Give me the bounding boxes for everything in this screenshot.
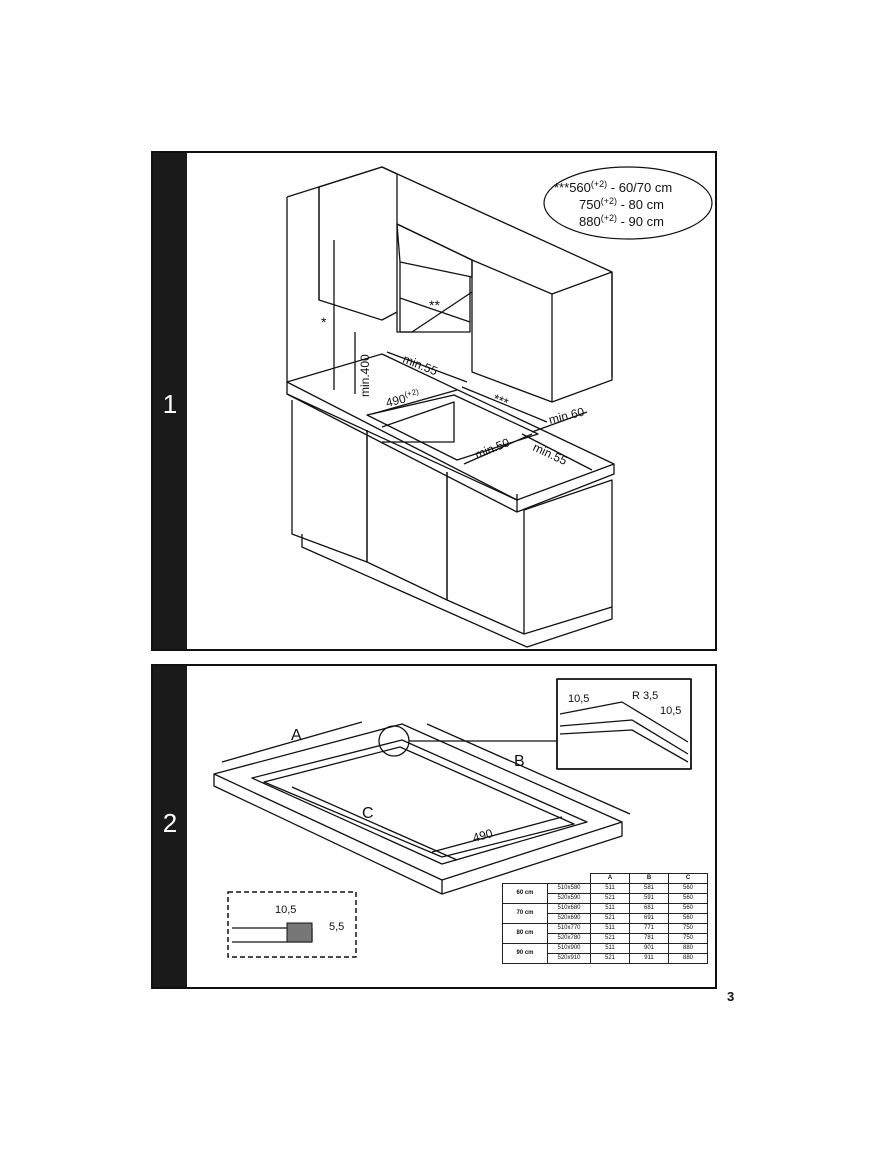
legend-ellipse: [543, 166, 713, 240]
label-490: 490: [471, 826, 494, 845]
label-490: 490(+2): [384, 387, 421, 410]
table-row: 60 cm 510x580 511 581 560: [502, 883, 708, 904]
dim-490: [371, 389, 458, 415]
label-detail-10-5-left: 10,5: [568, 693, 589, 705]
dim-triple-star: [461, 386, 548, 423]
lower-cabinet-right: [446, 472, 525, 635]
label-min50: min.50: [473, 435, 512, 462]
dim-c: [291, 786, 458, 861]
lower-cabinet-left: [291, 400, 368, 563]
dim-b: [426, 723, 631, 815]
frame-inner: [251, 739, 588, 865]
table-row: 80 cm 510x770 511 771 750: [502, 923, 708, 944]
upper-cabinet-right: [471, 259, 553, 403]
table-row: 520x910 521 911 880: [503, 953, 708, 964]
label-min60: min.60: [547, 405, 586, 427]
detail-box: [556, 678, 692, 770]
label-section-10-5: 10,5: [275, 904, 296, 916]
label-detail-10-5-right: 10,5: [660, 705, 681, 717]
dimension-table: A B C 60 cm 510x580 511 581 560 520x590 …: [502, 873, 708, 964]
table-header-row: A B C: [503, 873, 708, 884]
label-b: B: [514, 753, 525, 770]
table-row: 90 cm 510x900 511 901 880: [502, 943, 708, 964]
dim-double-star: [399, 297, 471, 323]
section-hatch: [286, 922, 313, 943]
label-detail-r: R 3,5: [632, 690, 658, 702]
hob-cutout-drawing: A B C 490 10,5 R 3,5 10,5 10,5 5,5: [213, 678, 692, 958]
label-min55-top: min.55: [401, 352, 440, 379]
dim-a: [221, 721, 363, 763]
label-a: A: [291, 727, 302, 744]
legend-line-3: 880(+2) - 90 cm: [579, 213, 664, 229]
label-min400: min.400: [358, 354, 372, 397]
kitchen-installation-drawing: ***560(+2) - 60/70 cm 750(+2) - 80 cm 88…: [286, 166, 713, 648]
label-star: *: [321, 314, 327, 330]
figure-2-number: 2: [162, 808, 178, 838]
figure-1-panel: 1: [151, 151, 717, 651]
figure-2-tab: 2: [153, 666, 187, 987]
figure-1-tab: 1: [153, 153, 187, 649]
legend-line-2: 750(+2) - 80 cm: [579, 196, 664, 212]
legend-line-1: ***560(+2) - 60/70 cm: [554, 179, 672, 195]
table-row: 520x590 521 591 560: [503, 893, 708, 904]
page-number: 3: [727, 989, 735, 1004]
label-triple-star: ***: [491, 391, 511, 411]
dim-min55-side: [521, 433, 593, 471]
hood: [396, 223, 473, 278]
dim-490: [431, 816, 563, 853]
header-a: A: [590, 873, 630, 884]
label-min55-side: min.55: [531, 440, 570, 468]
section-box: [227, 891, 357, 958]
label-section-5-5: 5,5: [329, 921, 344, 933]
sink-cutout: [366, 394, 539, 461]
dim-min60: [531, 411, 588, 433]
dim-min50: [463, 433, 533, 465]
figure-1-number: 1: [162, 389, 178, 419]
header-c: C: [668, 873, 708, 884]
dim-min55: [386, 351, 468, 383]
table-row: 70 cm 510x680 511 681 560: [502, 903, 708, 924]
header-b: B: [629, 873, 669, 884]
label-double-star: **: [429, 297, 440, 313]
label-c: C: [362, 805, 374, 822]
